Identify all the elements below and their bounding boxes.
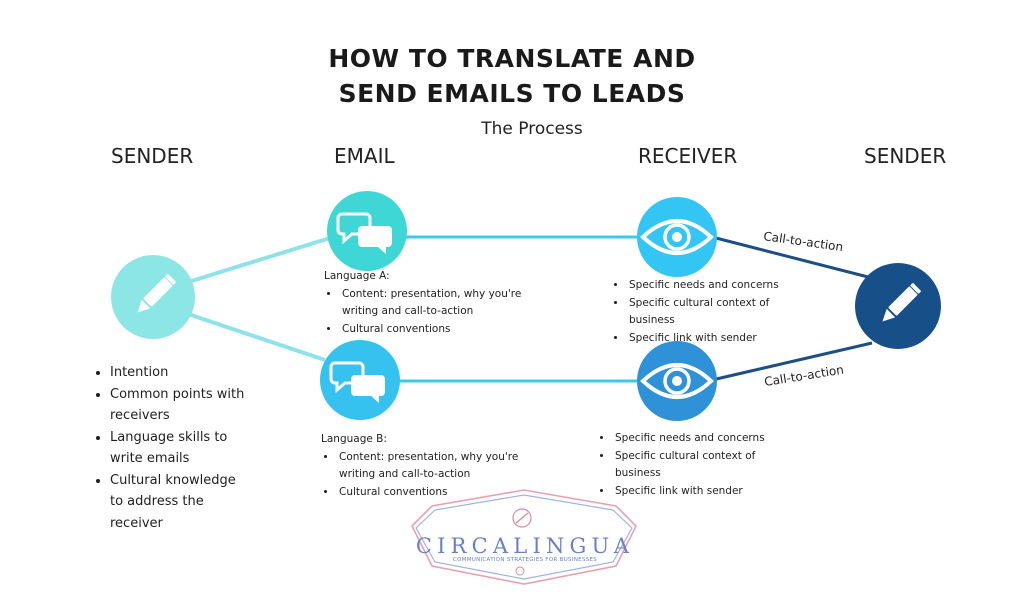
circalingua-logo-frame	[411, 489, 637, 585]
sender-point: Common points with receivers	[110, 384, 252, 427]
globe-icon	[515, 566, 525, 576]
column-email: EMAIL	[334, 144, 395, 168]
call-to-action-top-label: Call-to-action	[763, 229, 844, 254]
page-title-line-2: SEND EMAILS TO LEADS	[338, 79, 686, 108]
column-receiver: RECEIVER	[638, 144, 738, 168]
email-b-node	[320, 340, 400, 420]
receiver-a-item: Specific needs and concerns	[627, 277, 786, 295]
logo-tagline: COMMUNICATION STRATEGIES FOR BUSINESSES	[452, 557, 598, 563]
sender-point: Intention	[110, 362, 252, 384]
sender-right-node	[855, 263, 941, 349]
line-receiver-a-to-sender	[711, 235, 873, 280]
sender-points-list: Intention Common points with receivers L…	[92, 362, 252, 534]
sender-left-node	[111, 255, 195, 339]
receiver-b-node	[637, 341, 717, 421]
feather-badge-icon	[512, 508, 532, 528]
sender-point: Cultural knowledge to address the receiv…	[110, 470, 252, 535]
language-b-notes: Language B: Content: presentation, why y…	[321, 431, 521, 501]
email-a-node	[327, 191, 407, 271]
receiver-a-item: Specific link with sender	[627, 330, 786, 348]
language-b-item: Cultural conventions	[337, 484, 521, 502]
receiver-b-item: Specific cultural context of business	[613, 448, 772, 483]
language-a-item: Cultural conventions	[340, 321, 524, 339]
receiver-b-notes: Specific needs and concerns Specific cul…	[597, 430, 772, 500]
receiver-a-node	[637, 197, 717, 277]
language-b-item: Content: presentation, why you're writin…	[337, 449, 521, 484]
line-sender-to-email-b	[184, 311, 326, 362]
language-b-label: Language B:	[321, 433, 387, 445]
logo-wordmark: CIRCALINGUA	[415, 534, 635, 558]
receiver-a-notes: Specific needs and concerns Specific cul…	[611, 277, 786, 347]
page-subtitle: The Process	[481, 119, 583, 139]
receiver-a-item: Specific cultural context of business	[627, 295, 786, 330]
page-title-line-1: HOW TO TRANSLATE AND	[328, 44, 696, 73]
line-sender-to-email-a	[184, 236, 331, 285]
language-a-label: Language A:	[324, 270, 390, 282]
column-sender-right: SENDER	[864, 144, 947, 168]
line-receiver-b-to-sender	[711, 341, 873, 382]
receiver-b-item: Specific link with sender	[613, 483, 772, 501]
sender-point: Language skills to write emails	[110, 427, 252, 470]
column-sender-left: SENDER	[111, 144, 194, 168]
receiver-b-item: Specific needs and concerns	[613, 430, 772, 448]
language-a-notes: Language A: Content: presentation, why y…	[324, 268, 524, 338]
language-a-item: Content: presentation, why you're writin…	[340, 286, 524, 321]
